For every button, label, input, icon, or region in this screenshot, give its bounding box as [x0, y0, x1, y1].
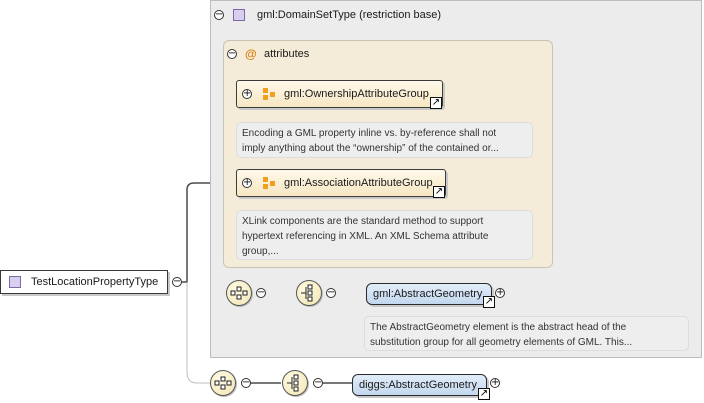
- complex-type-icon: [233, 9, 245, 21]
- attribute-group-icon: [263, 177, 275, 189]
- root-to-type-connector: [182, 182, 210, 283]
- reference-link-icon[interactable]: ↗: [433, 186, 445, 198]
- sequence-collapse-toggle[interactable]: −: [256, 287, 266, 298]
- expand-toggle[interactable]: +: [242, 88, 252, 99]
- element-label: diggs:AbstractGeometry: [359, 379, 477, 391]
- root-to-sequence-connector: [186, 282, 210, 384]
- element-node[interactable]: gml:AbstractGeometry ↗: [366, 283, 495, 308]
- complex-type-label: gml:DomainSetType (restriction base): [257, 9, 442, 21]
- choice-icon: [301, 284, 313, 302]
- choice-compositor[interactable]: [296, 280, 322, 306]
- sequence-icon: [214, 376, 232, 390]
- root-collapse-toggle[interactable]: −: [172, 276, 182, 287]
- attribute-at-icon: @: [245, 47, 257, 61]
- attributes-collapse-toggle[interactable]: −: [227, 48, 237, 59]
- attribute-group-documentation: XLink components are the standard method…: [236, 210, 533, 260]
- attribute-group-documentation: Encoding a GML property inline vs. by-re…: [236, 122, 533, 158]
- element-expand-toggle[interactable]: +: [495, 287, 505, 298]
- complex-type-icon: [9, 276, 21, 288]
- attributes-label: attributes: [264, 48, 310, 60]
- root-type-node[interactable]: TestLocationPropertyType: [0, 270, 168, 294]
- choice-collapse-toggle[interactable]: −: [313, 377, 323, 388]
- element-expand-toggle[interactable]: +: [490, 377, 500, 388]
- sequence-compositor[interactable]: [226, 280, 252, 306]
- reference-link-icon[interactable]: ↗: [478, 388, 490, 400]
- reference-link-icon[interactable]: ↗: [430, 97, 442, 109]
- sequence-compositor[interactable]: [210, 370, 236, 396]
- doc-line: imply anything about the “ownership” of …: [242, 143, 499, 154]
- attribute-group-box[interactable]: + gml:AssociationAttributeGroup ↗: [236, 169, 446, 198]
- attribute-group-label: gml:OwnershipAttributeGroup: [284, 88, 429, 100]
- doc-line: XLink components are the standard method…: [242, 216, 484, 227]
- choice-collapse-toggle[interactable]: −: [326, 287, 336, 298]
- element-node[interactable]: diggs:AbstractGeometry ↗: [352, 374, 490, 400]
- doc-line: hypertext referencing in XML. An XML Sch…: [242, 231, 489, 242]
- doc-line: substitution group for all geometry elem…: [370, 337, 633, 348]
- attribute-group-box[interactable]: + gml:OwnershipAttributeGroup ↗: [236, 80, 443, 109]
- attribute-group-icon: [263, 88, 275, 100]
- doc-line: Encoding a GML property inline vs. by-re…: [242, 128, 497, 139]
- doc-line: group,...: [242, 246, 279, 257]
- type-collapse-toggle[interactable]: −: [214, 9, 224, 20]
- expand-toggle[interactable]: +: [242, 177, 252, 188]
- sequence-icon: [230, 286, 248, 300]
- attribute-group-label: gml:AssociationAttributeGroup: [284, 177, 433, 189]
- reference-link-icon[interactable]: ↗: [483, 296, 495, 308]
- choice-icon: [287, 374, 299, 392]
- element-documentation: The AbstractGeometry element is the abst…: [364, 316, 689, 351]
- sequence-collapse-toggle[interactable]: −: [241, 377, 251, 388]
- root-type-label: TestLocationPropertyType: [31, 276, 159, 288]
- choice-compositor[interactable]: [282, 370, 308, 396]
- element-label: gml:AbstractGeometry: [373, 288, 483, 300]
- doc-line: The AbstractGeometry element is the abst…: [370, 322, 627, 333]
